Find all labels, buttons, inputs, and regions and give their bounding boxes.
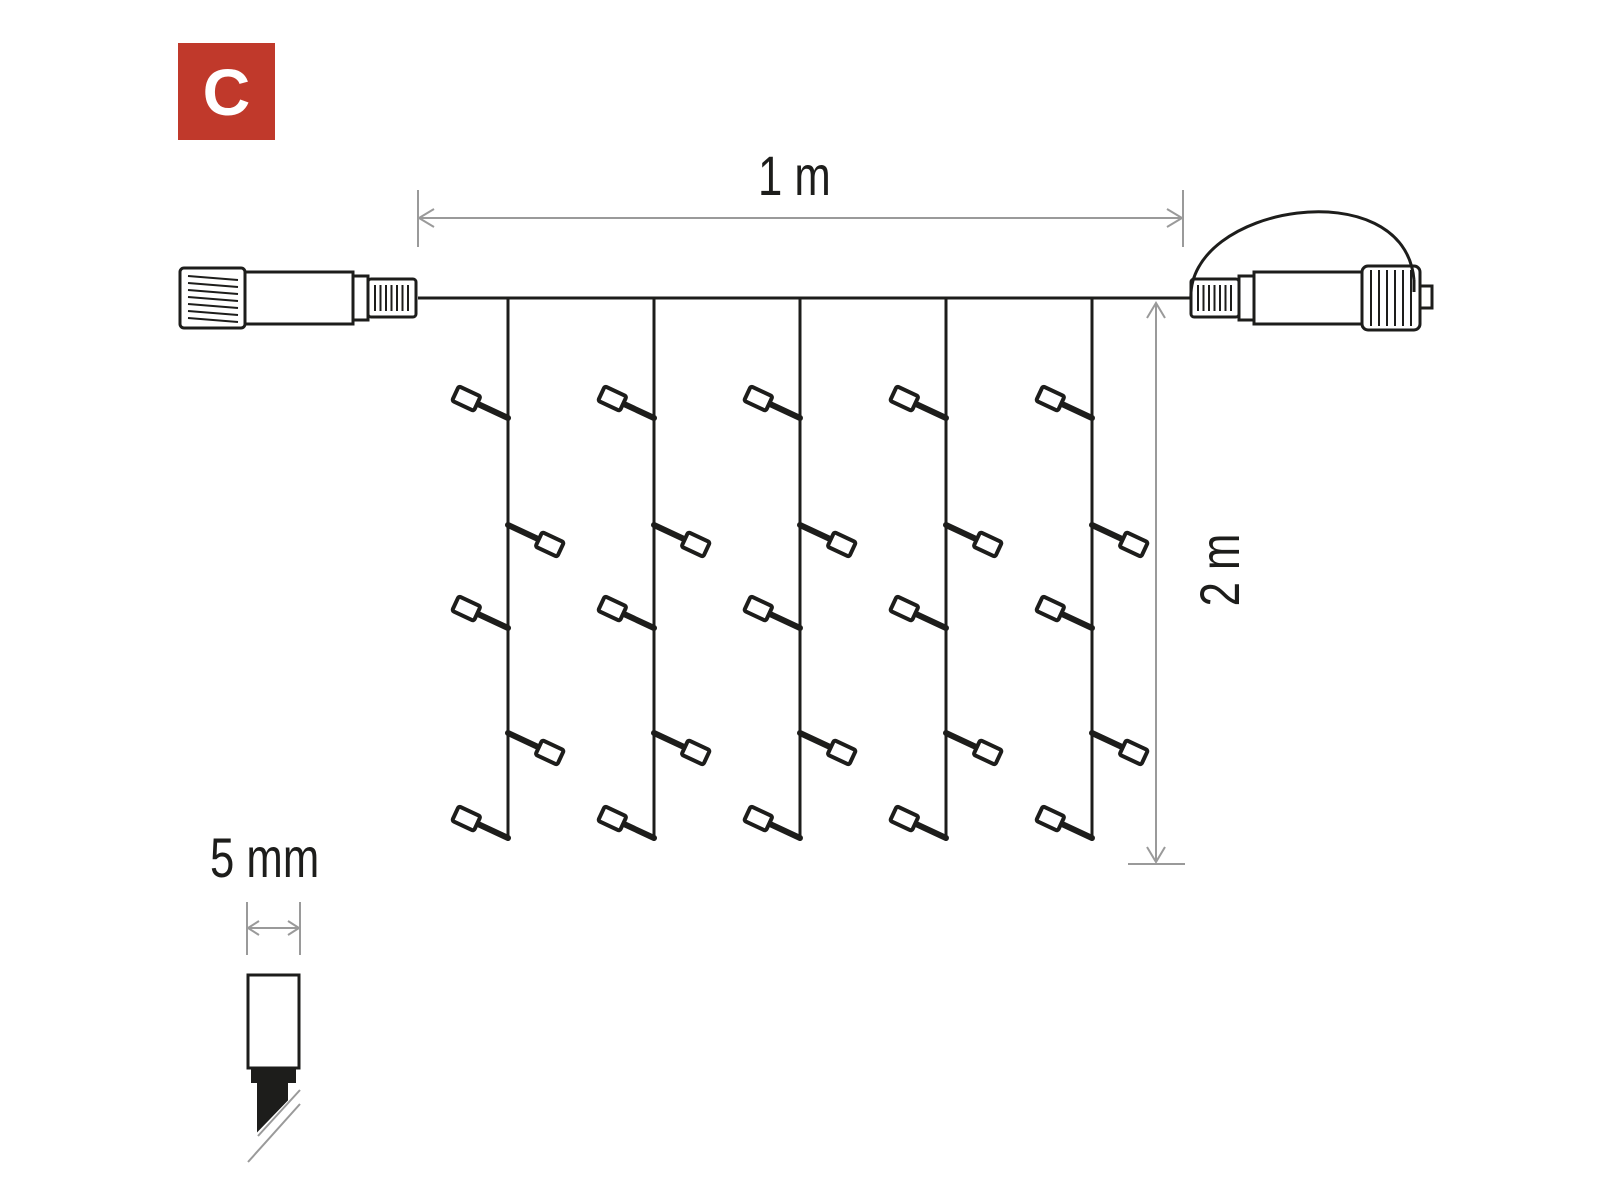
- led-size-label: 5 mm: [210, 826, 320, 889]
- led-bulb: [742, 594, 774, 623]
- left-connector-plug: [366, 277, 418, 319]
- led-detail-cut-line: [247, 1103, 301, 1163]
- led-bulb: [888, 594, 920, 623]
- left-cap-ridge: [187, 303, 239, 309]
- led-lead: [766, 820, 803, 841]
- led-lead: [797, 522, 834, 543]
- led-strands: [450, 298, 1150, 841]
- left-connector-body: [243, 270, 355, 326]
- led-bulb: [826, 738, 858, 767]
- led-lead: [1058, 820, 1095, 841]
- led-lead: [1058, 610, 1095, 631]
- led-lead: [505, 730, 542, 751]
- led-bulb: [742, 804, 774, 833]
- left-connector: [178, 266, 418, 330]
- left-cap-ridge: [187, 289, 239, 295]
- led-bulb: [450, 384, 482, 413]
- led-bulb: [1118, 530, 1150, 559]
- height-label: 2 m: [1188, 533, 1251, 607]
- led-bulb: [742, 384, 774, 413]
- badge: C: [178, 43, 275, 140]
- left-connector-neck: [351, 274, 370, 322]
- width-arrow-left: [417, 208, 435, 228]
- led-bulb: [680, 738, 712, 767]
- led-bulb: [972, 530, 1004, 559]
- badge-letter: C: [202, 54, 251, 129]
- led-lead: [651, 730, 688, 751]
- led-bulb: [450, 804, 482, 833]
- led-bulb: [680, 530, 712, 559]
- led-bulb: [1118, 738, 1150, 767]
- height-arrow-top: [1146, 301, 1166, 319]
- led-bulb: [888, 384, 920, 413]
- led-lead: [912, 820, 949, 841]
- left-cap-ridge: [187, 275, 239, 281]
- left-cap-ridge: [187, 296, 239, 302]
- right-connector: [1189, 210, 1434, 332]
- left-cap-ridge: [187, 317, 239, 323]
- width-label: 1 m: [758, 144, 831, 207]
- led-detail-lens: [246, 973, 301, 1070]
- led-lead: [1058, 400, 1095, 421]
- led-bulb: [450, 594, 482, 623]
- right-connector-tab: [1418, 284, 1434, 310]
- led-size-arrow-left: [246, 920, 260, 936]
- led-detail: [246, 902, 301, 1163]
- dimension-lines: [417, 190, 1185, 865]
- led-lead: [1089, 730, 1126, 751]
- led-bulb: [596, 594, 628, 623]
- left-cap-ridge: [187, 282, 239, 288]
- led-detail-base: [251, 1067, 296, 1083]
- led-lead: [474, 820, 511, 841]
- right-connector-body: [1252, 270, 1364, 326]
- width-arrow-right: [1166, 208, 1184, 228]
- led-lead: [651, 522, 688, 543]
- led-lead: [620, 400, 657, 421]
- led-lead: [943, 730, 980, 751]
- led-bulb: [1034, 804, 1066, 833]
- led-bulb: [1034, 384, 1066, 413]
- right-connector-loop: [1189, 210, 1416, 301]
- led-bulb: [826, 530, 858, 559]
- led-bulb: [1034, 594, 1066, 623]
- led-bulb: [534, 738, 566, 767]
- led-lead: [766, 610, 803, 631]
- led-detail-cut-line: [257, 1089, 301, 1137]
- led-lead: [943, 522, 980, 543]
- led-lead: [912, 400, 949, 421]
- led-bulb: [888, 804, 920, 833]
- left-cap-ridge: [187, 310, 239, 316]
- led-lead: [620, 610, 657, 631]
- height-arrow-bottom: [1146, 846, 1166, 864]
- led-detail-leads: [257, 1081, 288, 1133]
- led-bulb: [596, 804, 628, 833]
- led-bulb: [972, 738, 1004, 767]
- led-lead: [797, 730, 834, 751]
- led-bulb: [534, 530, 566, 559]
- led-lead: [620, 820, 657, 841]
- led-lead: [474, 400, 511, 421]
- led-lead: [505, 522, 542, 543]
- led-size-arrow-right: [287, 920, 301, 936]
- right-connector-neck: [1237, 274, 1256, 322]
- led-lead: [766, 400, 803, 421]
- led-lead: [912, 610, 949, 631]
- led-bulb: [596, 384, 628, 413]
- led-lead: [1089, 522, 1126, 543]
- led-lead: [474, 610, 511, 631]
